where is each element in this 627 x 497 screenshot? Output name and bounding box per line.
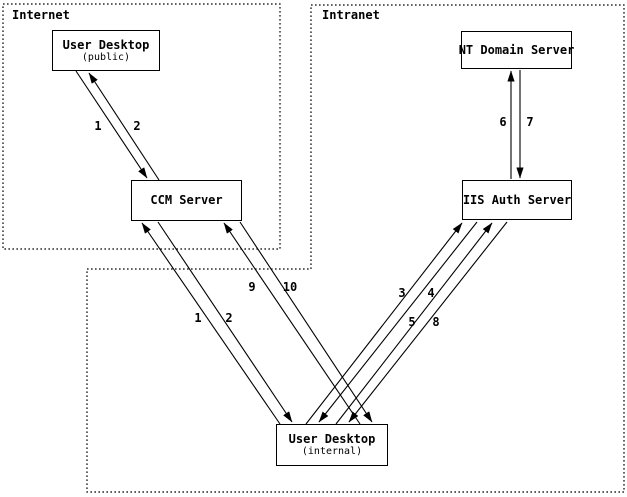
- edge-label-4: 4: [427, 286, 435, 300]
- edge-label-8: 8: [432, 315, 440, 329]
- edge-line-2: [88, 72, 160, 181]
- edge-label-9: 9: [248, 280, 256, 294]
- edge-line-9: [223, 222, 361, 425]
- node-title: User Desktop: [288, 432, 376, 446]
- region-label-internet: Internet: [12, 8, 70, 22]
- edge-label-5: 5: [408, 315, 416, 329]
- node-subtitle: (internal): [301, 446, 363, 457]
- node-title: User Desktop: [62, 37, 150, 52]
- edge-line-2: [157, 221, 293, 423]
- edge-line-1: [75, 70, 148, 179]
- region-outline-intranet: [86, 4, 625, 493]
- node-user-desktop-public: User Desktop (public): [52, 30, 160, 71]
- edge-label-3: 3: [398, 286, 406, 300]
- edge-line-5: [335, 222, 493, 425]
- node-subtitle: (public): [81, 51, 131, 63]
- edge-line-10: [239, 221, 373, 423]
- edge-label-7: 7: [526, 115, 534, 129]
- edge-label-2: 2: [133, 119, 141, 133]
- node-user-desktop-internal: User Desktop (internal): [276, 424, 388, 466]
- edge-line-1: [141, 222, 281, 425]
- node-title: IIS Auth Server: [462, 192, 572, 207]
- edge-line-8: [348, 221, 508, 423]
- region-outline-internet: [2, 3, 281, 250]
- node-iis-auth-server: IIS Auth Server: [462, 180, 572, 220]
- edge-label-10: 10: [282, 280, 298, 294]
- node-title: CCM Server: [150, 193, 223, 207]
- region-label-intranet: Intranet: [322, 8, 380, 22]
- node-title: NT Domain Server: [458, 42, 575, 57]
- edge-label-2: 2: [225, 311, 233, 325]
- edge-line-4: [318, 221, 478, 423]
- node-nt-domain-server: NT Domain Server: [458, 31, 575, 69]
- edge-label-1: 1: [94, 119, 102, 133]
- edge-label-1: 1: [194, 311, 202, 325]
- node-ccm-server: CCM Server: [131, 180, 242, 221]
- edge-line-3: [305, 222, 463, 425]
- edge-label-6: 6: [499, 115, 507, 129]
